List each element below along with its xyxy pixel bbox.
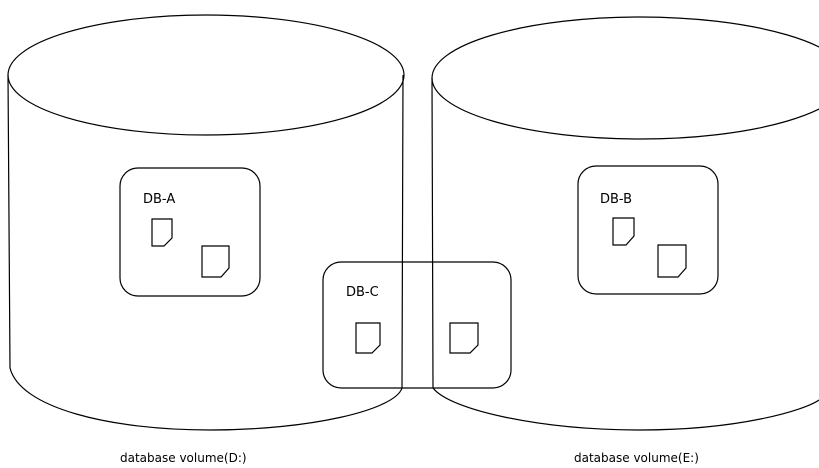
file-icon [355, 322, 381, 354]
volume-d-body [7, 74, 404, 431]
file-icon [612, 217, 635, 246]
file-icon [449, 322, 479, 354]
volume-d-label: database volume(D:) [120, 451, 247, 465]
file-icon [151, 218, 173, 247]
file-icon [201, 245, 230, 278]
db-c-box: DB-C [322, 261, 512, 389]
volume-e-label: database volume(E:) [574, 451, 699, 465]
volume-e-top [431, 16, 819, 140]
db-b-box: DB-B [577, 165, 719, 295]
db-a-label: DB-A [143, 192, 175, 207]
volume-d-cylinder [7, 14, 405, 431]
volume-e-cylinder [431, 16, 819, 431]
db-c-label: DB-C [346, 285, 379, 300]
volume-d-top [7, 14, 405, 136]
file-icon [657, 244, 687, 278]
volume-e-body [431, 77, 819, 431]
db-a-box: DB-A [119, 167, 261, 297]
db-b-label: DB-B [600, 192, 632, 207]
